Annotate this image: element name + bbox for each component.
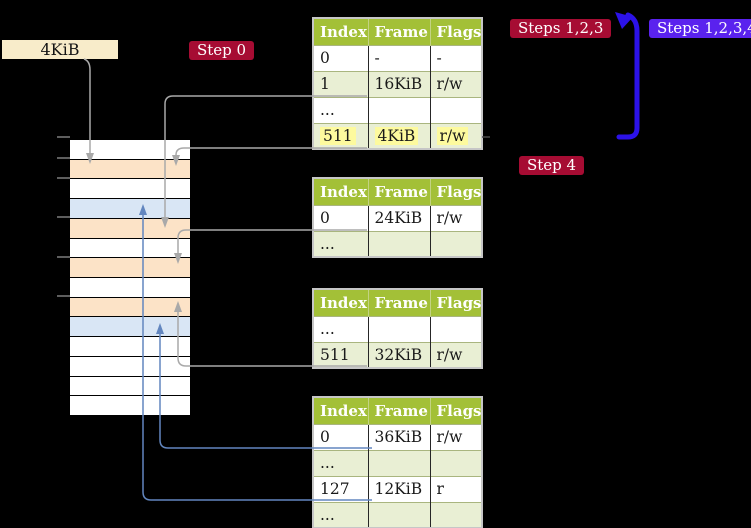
cell-frame: 12KiB — [374, 480, 423, 498]
memory-row-2-table — [70, 159, 190, 180]
arrow-l4-entry511-to-4kib — [172, 147, 367, 166]
address-tick-marks — [57, 136, 70, 297]
cell-index: ... — [320, 234, 335, 253]
memory-row-3-free — [70, 179, 190, 200]
memory-row-1-free — [70, 140, 190, 160]
table-header-row: Index Frame Flags — [313, 397, 482, 424]
cell-index: 0 — [320, 428, 330, 446]
table-row-recursive-entry: 511 4KiB r/w — [313, 122, 482, 149]
cell-flags: r — [436, 480, 444, 498]
page-size-label: 4KiB — [2, 40, 118, 59]
table-row: 0 36KiB r/w — [313, 423, 482, 450]
column-header-index: Index — [313, 289, 369, 316]
cell-frame: - — [374, 49, 380, 67]
memory-row-7-table — [70, 258, 190, 279]
physical-memory-column — [70, 139, 190, 417]
memory-row-5-table — [70, 218, 190, 239]
column-header-flags: Flags — [430, 18, 482, 45]
table-header-row: Index Frame Flags — [313, 289, 482, 316]
cell-index: ... — [320, 101, 335, 119]
memory-row-9-table — [70, 297, 190, 318]
memory-row-11-free — [70, 337, 190, 357]
badge-step-0: Step 0 — [189, 41, 255, 60]
cell-frame: 4KiB — [374, 126, 419, 145]
table-header-row: Index Frame Flags — [313, 178, 482, 205]
badge-steps-1-2-3: Steps 1,2,3 — [510, 19, 612, 38]
cell-index: 511 — [320, 126, 356, 145]
table-row: 511 32KiB r/w — [313, 341, 482, 368]
badge-step-4: Step 4 — [519, 156, 585, 175]
column-header-frame: Frame — [368, 18, 431, 45]
memory-row-6-free — [70, 238, 190, 259]
column-header-flags: Flags — [430, 289, 482, 316]
cell-frame: 36KiB — [374, 428, 423, 446]
memory-row-12-free — [70, 356, 190, 377]
table-row: ... — [313, 449, 482, 476]
table-header-row: Index Frame Flags — [313, 18, 482, 45]
column-header-index: Index — [313, 178, 369, 205]
cell-flags: r/w — [436, 75, 463, 93]
cell-flags: r/w — [436, 345, 463, 364]
column-header-index: Index — [313, 18, 369, 45]
cell-index: 0 — [320, 49, 330, 67]
cell-flags: r/w — [436, 209, 463, 227]
cell-index: ... — [320, 454, 335, 472]
table-row: 127 12KiB r — [313, 475, 482, 502]
memory-row-13-free — [70, 376, 190, 397]
column-header-frame: Frame — [368, 289, 431, 316]
page-table-level-3: Index Frame Flags 0 24KiB r/w ... — [312, 177, 483, 258]
recursive-loop-arrow — [615, 12, 640, 140]
cell-frame: 32KiB — [374, 345, 423, 364]
column-header-flags: Flags — [430, 178, 482, 205]
cell-flags: - — [436, 49, 442, 67]
cell-index: ... — [320, 320, 335, 338]
table-row: ... — [313, 96, 482, 123]
cell-flags: r/w — [436, 428, 463, 446]
table-row: ... — [313, 501, 482, 528]
memory-row-8-free — [70, 278, 190, 298]
cell-flags: r/w — [436, 126, 469, 145]
column-header-frame: Frame — [368, 178, 431, 205]
cell-frame: 16KiB — [374, 75, 423, 93]
cell-index: 127 — [320, 480, 350, 498]
page-table-level-2: Index Frame Flags ... 511 32KiB r/w — [312, 288, 483, 369]
column-header-frame: Frame — [368, 397, 431, 424]
column-header-index: Index — [313, 397, 369, 424]
table-row: 1 16KiB r/w — [313, 70, 482, 97]
page-table-level-4: Index Frame Flags 0 - - 1 16KiB r/w ... … — [312, 17, 483, 150]
table-row: ... — [313, 315, 482, 342]
memory-row-14-free — [70, 396, 190, 417]
table-row: ... — [313, 230, 482, 257]
cell-frame: 24KiB — [374, 209, 423, 227]
memory-row-4-page — [70, 199, 190, 219]
column-header-flags: Flags — [430, 397, 482, 424]
page-table-level-1: Index Frame Flags 0 36KiB r/w ... 127 12… — [312, 396, 483, 528]
cell-index: 511 — [320, 345, 350, 364]
memory-row-10-page — [70, 317, 190, 338]
table-row: 0 - - — [313, 44, 482, 71]
cell-index: ... — [320, 505, 335, 524]
cell-index: 0 — [320, 209, 330, 227]
table-row: 0 24KiB r/w — [313, 204, 482, 231]
cell-index: 1 — [320, 75, 330, 93]
badge-steps-1-2-3-4: Steps 1,2,3,4 — [649, 19, 751, 38]
